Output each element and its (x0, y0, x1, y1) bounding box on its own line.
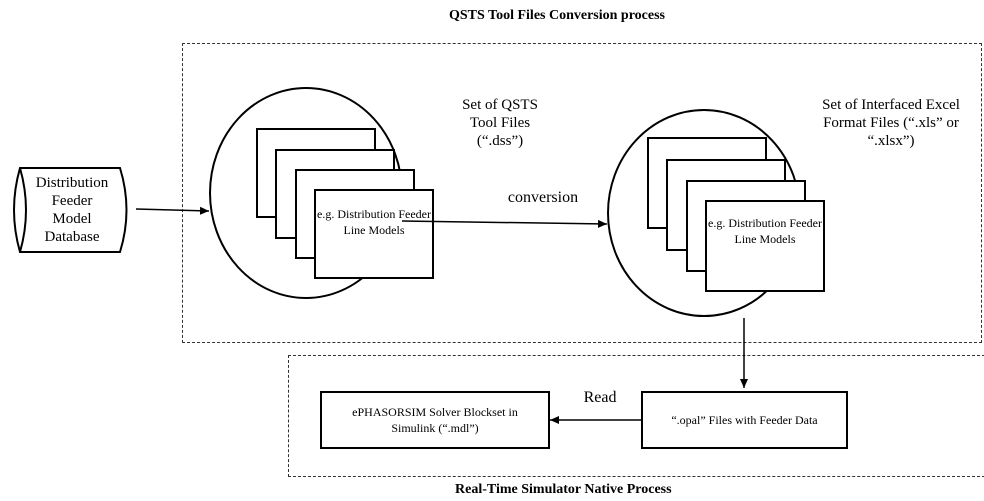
conversion-process-region (182, 43, 982, 343)
excel-files-label-line: Format Files (“.xls” or (823, 115, 959, 131)
qsts-page-text: e.g. Distribution Feeder Line Models (317, 207, 431, 237)
excel-page-text: e.g. Distribution Feeder Line Models (708, 216, 822, 246)
excel-files-label-line: Set of Interfaced Excel (822, 97, 960, 113)
database-label-line: Model (52, 211, 92, 227)
qsts-files-label-line: (“.dss”) (476, 133, 524, 149)
qsts-files-label-line: Set of QSTS (462, 97, 538, 113)
bottom-process-title: Real-Time Simulator Native Process (455, 482, 672, 497)
conversion-arrow (401, 219, 608, 228)
opal-files-box: “.opal” Files with Feeder Data (641, 391, 848, 449)
qsts-files-label-line: Tool Files (469, 115, 531, 131)
database-label-line: Distribution (35, 175, 109, 191)
database-label-line: Feeder (51, 193, 93, 209)
ephasorsim-box-label: ePHASORSIM Solver Blockset in Simulink (… (352, 405, 518, 435)
excel-files-label-line: “.xlsx”) (867, 133, 915, 149)
excel-file-stack (647, 137, 825, 292)
top-process-title: QSTS Tool Files Conversion process (449, 8, 666, 23)
opal-files-box-label: “.opal” Files with Feeder Data (671, 413, 818, 427)
read-label: Read (583, 389, 617, 406)
simulator-process-region (288, 355, 984, 477)
ephasorsim-box: ePHASORSIM Solver Blockset in Simulink (… (320, 391, 550, 449)
database-label-line: Database (44, 229, 100, 245)
qsts-file-stack (256, 128, 434, 279)
qsts-files-label: Set of QSTS Tool Files (“.dss”) (425, 96, 575, 150)
database-label: Distribution Feeder Model Database (22, 174, 122, 246)
database-cylinder-icon (13, 167, 128, 253)
conversion-label: conversion (507, 189, 579, 206)
excel-files-label: Set of Interfaced Excel Format Files (“.… (798, 96, 984, 150)
database-to-qsts-arrow (135, 206, 210, 215)
